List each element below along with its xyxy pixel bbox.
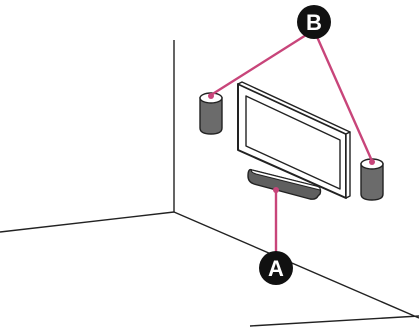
speaker-left-body — [199, 97, 223, 135]
callout-b: B — [297, 5, 331, 39]
front-floor-line — [249, 315, 419, 327]
left-floor-line — [0, 211, 175, 233]
speaker-right-body — [360, 163, 384, 201]
soundbar-top — [250, 169, 321, 191]
tv-side-edge-right — [345, 131, 351, 199]
callout-b-badge — [297, 5, 331, 39]
endpoint-speaker-right — [369, 159, 375, 165]
floor-diagonal-line — [173, 211, 419, 319]
soundbar-icon — [247, 168, 322, 200]
endpoint-speaker-left — [208, 93, 214, 99]
tv-screen — [245, 95, 341, 190]
room-outline — [0, 40, 419, 327]
rear-speaker-left-icon — [199, 92, 223, 135]
tv-icon — [237, 81, 351, 199]
leader-line-b-left — [209, 28, 316, 97]
leader-line-b-right — [312, 28, 374, 163]
callout-a-label: A — [268, 256, 284, 281]
callout-b-label: B — [306, 10, 322, 35]
rear-speaker-right-icon — [360, 158, 384, 201]
endpoint-soundbar — [273, 187, 279, 193]
leader-endpoints — [208, 93, 375, 193]
callout-a-badge — [259, 251, 293, 285]
callout-a: A — [259, 251, 293, 285]
